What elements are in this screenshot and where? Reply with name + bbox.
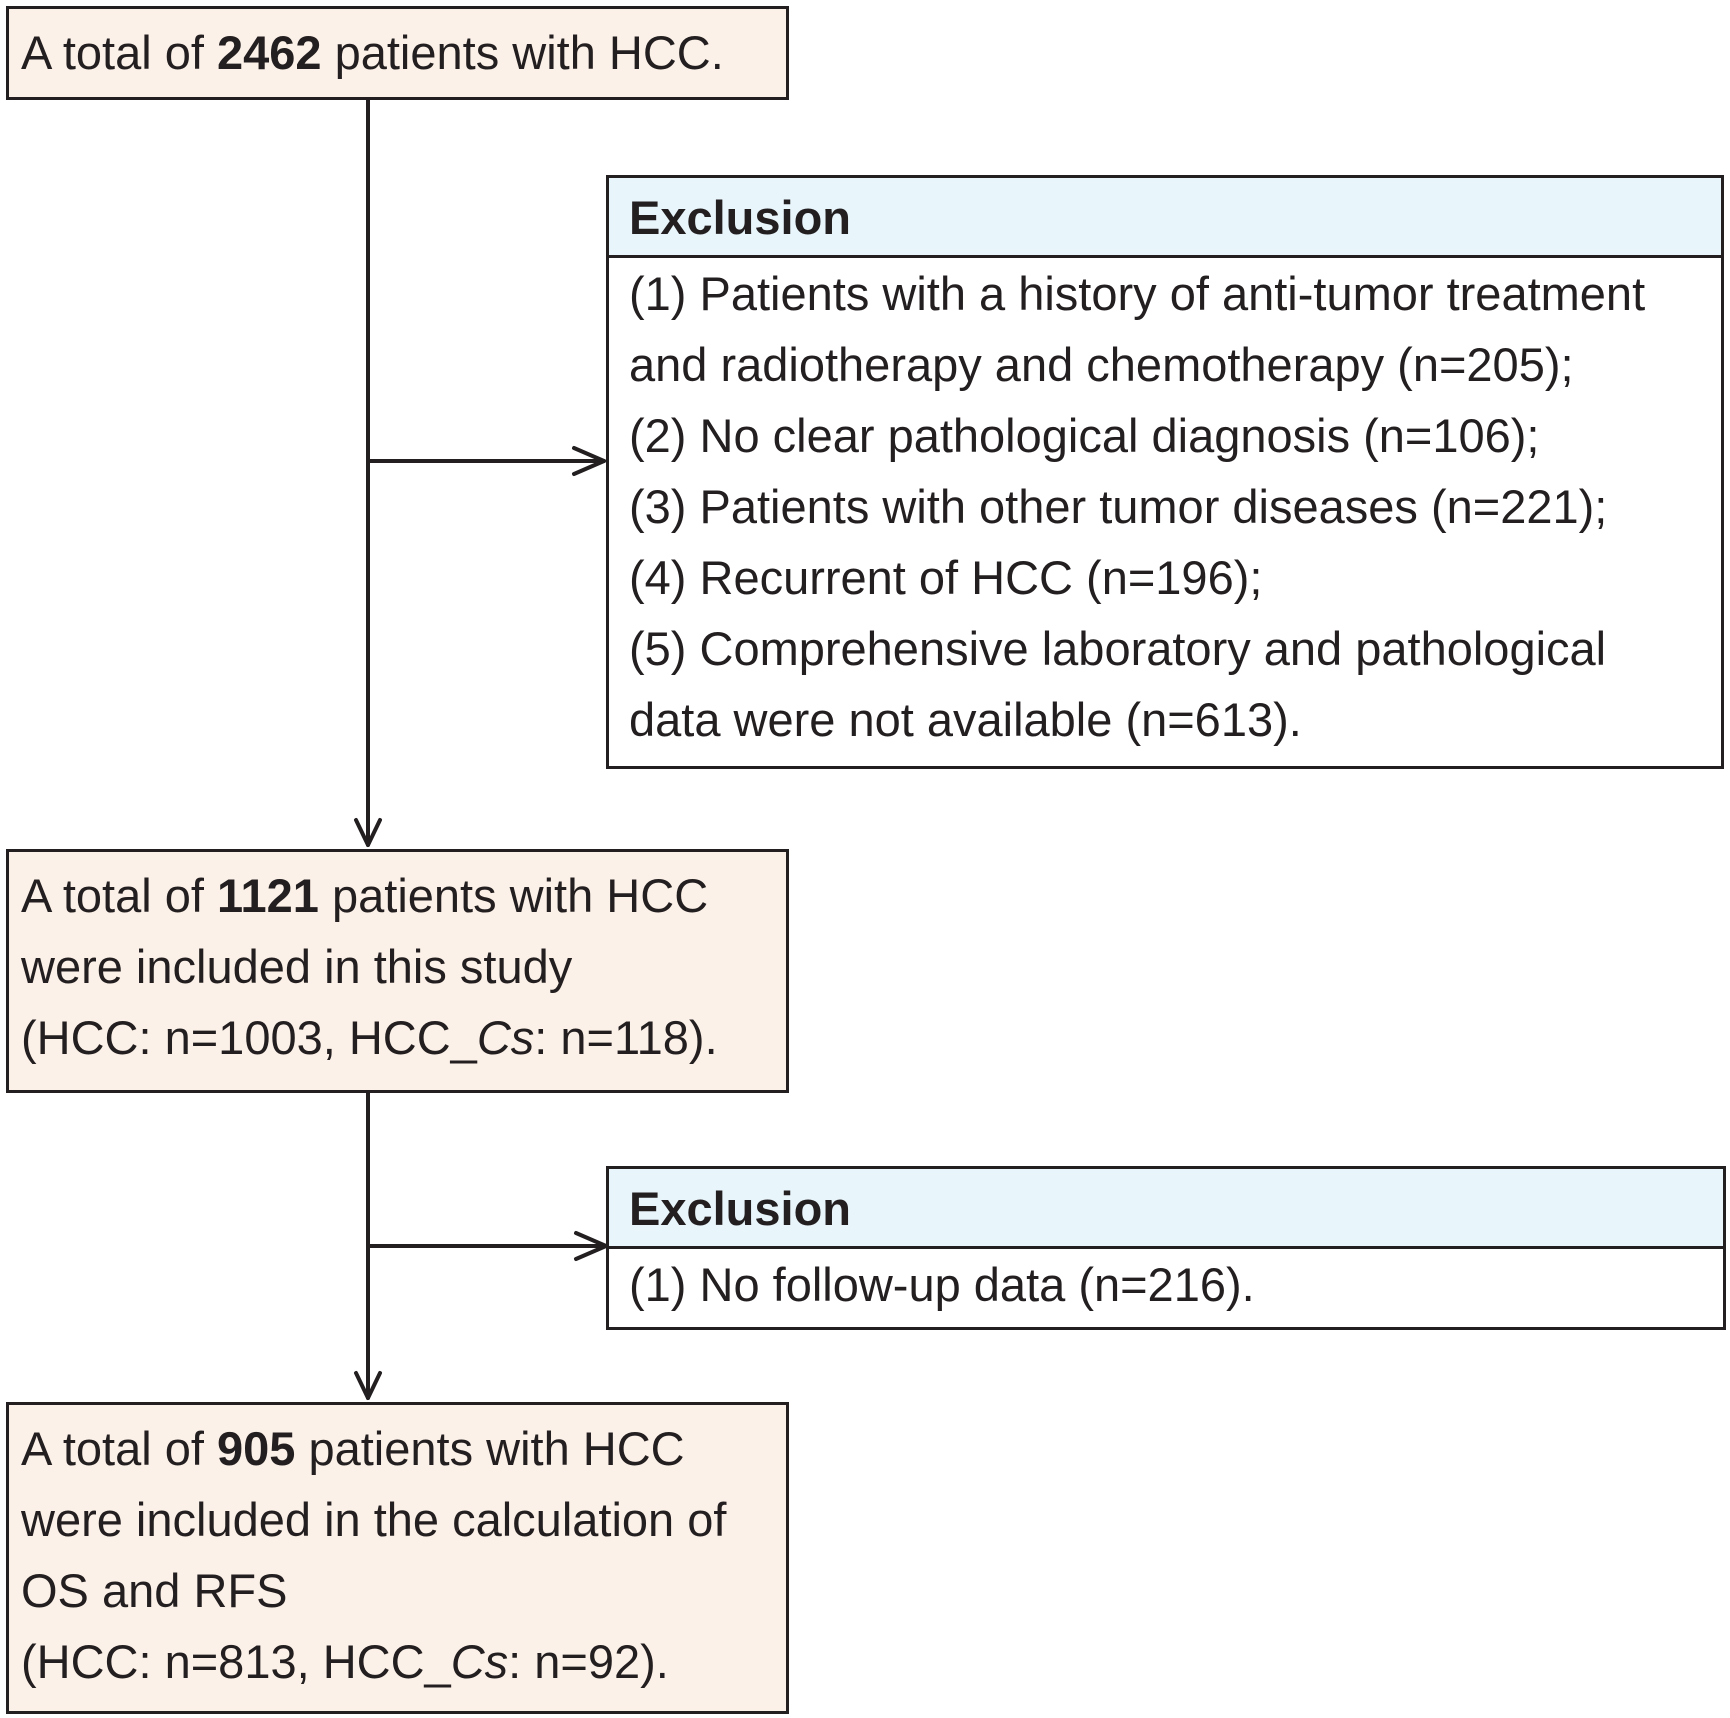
total-patients-text: A total of 2462 patients with HCC. xyxy=(21,26,724,79)
arrowhead-to-box3 xyxy=(354,1371,382,1400)
analysis-patients-count: 905 xyxy=(216,1422,296,1475)
total-patients-count: 2462 xyxy=(216,26,322,79)
exclusion-list-1: (1) Patients with a history of anti-tumo… xyxy=(609,258,1721,755)
analysis-patients-breakdown: (HCC: n=813, HCC_Cs: n=92). xyxy=(21,1635,669,1688)
exclusion-box-1: Exclusion (1) Patients with a history of… xyxy=(606,175,1724,769)
analysis-patients-line2: were included in the calculation of xyxy=(21,1493,727,1546)
included-patients-line2: were included in this study xyxy=(21,940,573,993)
included-patients-text: A total of 1121 patients with HCC xyxy=(21,869,709,922)
arrowhead-to-exclusion1 xyxy=(572,446,606,476)
exclusion-line: (3) Patients with other tumor diseases (… xyxy=(629,480,1608,533)
exclusion-box-2: Exclusion (1) No follow-up data (n=216). xyxy=(606,1166,1726,1330)
exclusion-line: (1) Patients with a history of anti-tumo… xyxy=(629,267,1646,320)
analysis-patients-box: A total of 905 patients with HCC were in… xyxy=(6,1402,789,1714)
exclusion-line: (2) No clear pathological diagnosis (n=1… xyxy=(629,409,1540,462)
total-patients-box: A total of 2462 patients with HCC. xyxy=(6,6,789,100)
included-patients-count: 1121 xyxy=(216,869,319,922)
exclusion-line: (1) No follow-up data (n=216). xyxy=(629,1258,1255,1311)
exclusion-line: (4) Recurrent of HCC (n=196); xyxy=(629,551,1263,604)
exclusion-line: data were not available (n=613). xyxy=(629,693,1302,746)
arrowhead-to-box2 xyxy=(354,818,382,847)
exclusion-header-2: Exclusion xyxy=(609,1169,1723,1249)
analysis-patients-line3: OS and RFS xyxy=(21,1564,288,1617)
included-patients-breakdown: (HCC: n=1003, HCC_Cs: n=118). xyxy=(21,1011,718,1064)
exclusion-header-1: Exclusion xyxy=(609,178,1721,258)
analysis-patients-text: A total of 905 patients with HCC xyxy=(21,1422,685,1475)
exclusion-line: (5) Comprehensive laboratory and patholo… xyxy=(629,622,1607,675)
exclusion-line: and radiotherapy and chemotherapy (n=205… xyxy=(629,338,1574,391)
exclusion-list-2: (1) No follow-up data (n=216). xyxy=(609,1249,1723,1320)
included-patients-box: A total of 1121 patients with HCC were i… xyxy=(6,849,789,1093)
